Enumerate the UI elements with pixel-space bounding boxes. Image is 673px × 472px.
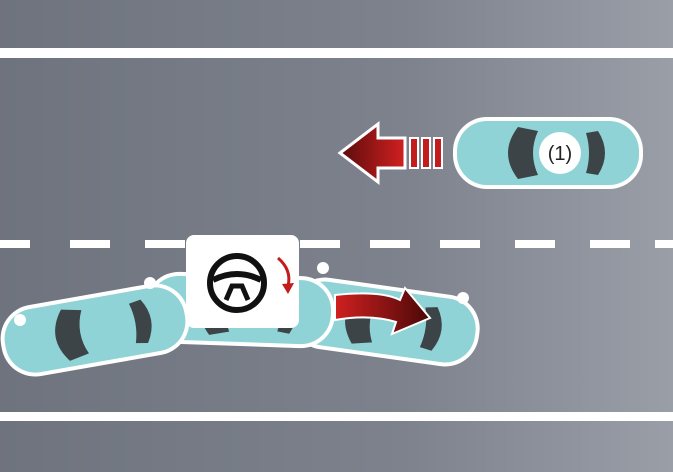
lane-line-bottom <box>0 412 673 421</box>
steering-wheel-badge <box>186 235 299 328</box>
lane-divider-dashed <box>0 240 673 248</box>
lane-line-top <box>0 48 673 58</box>
direction-arrow-left <box>337 120 443 186</box>
vehicle-1: (1) <box>453 117 643 189</box>
collision-spark <box>14 262 469 326</box>
direction-arrow-right <box>334 286 432 336</box>
rotation-arrow-icon <box>276 256 291 287</box>
vehicle-label: (1) <box>548 143 572 165</box>
steering-wheel-icon <box>207 253 267 313</box>
vehicle-label-badge <box>539 132 581 174</box>
